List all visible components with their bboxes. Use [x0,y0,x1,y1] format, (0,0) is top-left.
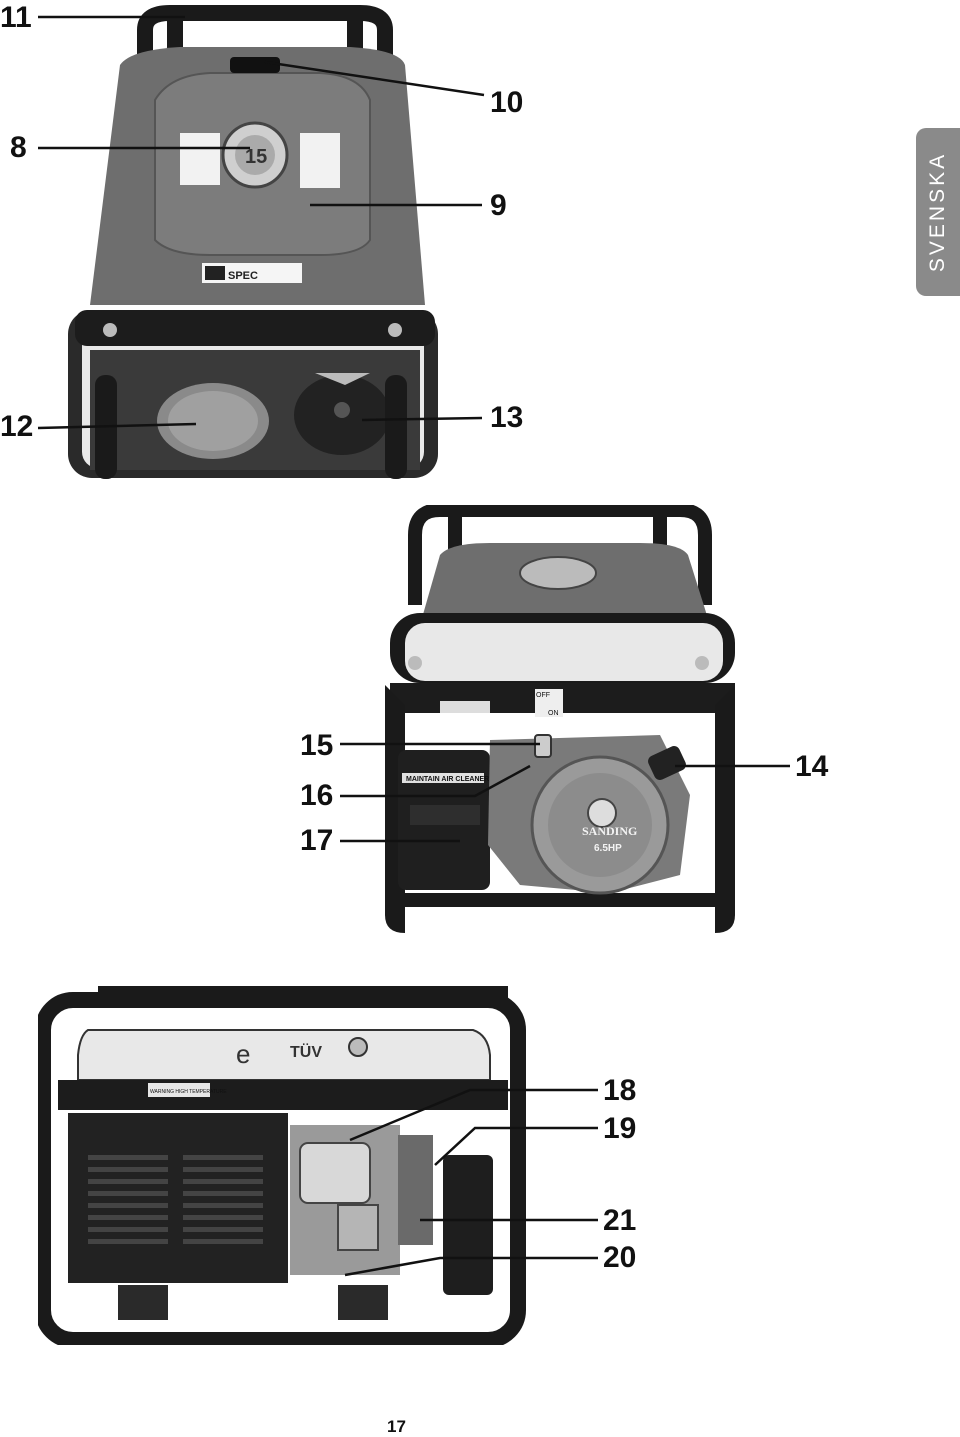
callout-18: 18 [603,1074,637,1107]
callout-19: 19 [603,1112,637,1145]
tank-logo: e [236,1039,250,1069]
brand-label: SPEC [228,270,258,282]
switch-on-label: ON [548,710,559,717]
callout-12: 12 [0,410,34,443]
language-tab-label: SVENSKA [926,151,949,273]
callout-20: 20 [603,1241,637,1274]
generator-top-view-photo: 15 SPEC [68,5,438,479]
callout-17: 17 [300,824,334,857]
callout-14: 14 [795,750,829,783]
certification-mark: TÜV [290,1042,322,1061]
callout-15: 15 [300,729,334,762]
language-tab: SVENSKA [916,128,960,296]
callout-10: 10 [490,86,524,119]
callout-13: 13 [490,401,524,434]
callout-9: 9 [490,189,507,222]
callout-21: 21 [603,1204,637,1237]
page-number: 17 [387,1417,406,1436]
generator-alternator-side-photo: e TÜV WARNING HIGH TEMPERATURE [38,986,526,1345]
callout-8: 8 [10,131,27,164]
callout-11: 11 [0,1,32,34]
fuel-cap-number: 15 [245,146,267,168]
air-cleaner-label: MAINTAIN AIR CLEANER [406,776,489,783]
warning-label: WARNING HIGH TEMPERATURE [150,1089,227,1095]
callout-16: 16 [300,779,334,812]
switch-off-label: OFF [536,692,550,699]
engine-brand: SANDING [582,824,637,838]
generator-engine-side-photo: OFF ON MAINTAIN AIR CLEANER SANDING 6.5H… [385,505,735,933]
engine-power: 6.5HP [594,843,622,854]
